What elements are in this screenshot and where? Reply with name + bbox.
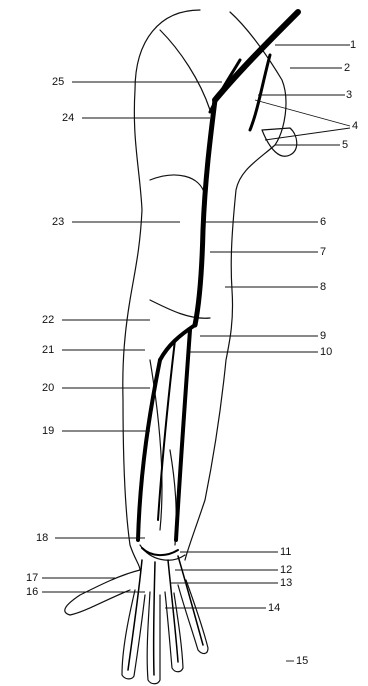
dorsal-venous-arch <box>142 548 178 555</box>
leader-4a <box>255 100 350 126</box>
label-18: 18 <box>36 532 48 544</box>
label-25: 25 <box>52 76 64 88</box>
label-12: 12 <box>280 564 292 576</box>
label-2: 2 <box>344 62 350 74</box>
digital-vein-2 <box>154 562 155 675</box>
cephalic-vein-forearm <box>138 360 160 540</box>
digital-vein-4 <box>178 556 203 645</box>
label-13: 13 <box>280 577 292 589</box>
leader-4b <box>265 128 350 140</box>
label-7: 7 <box>320 246 326 258</box>
label-15: 15 <box>296 655 308 667</box>
label-6: 6 <box>320 216 326 228</box>
label-11: 11 <box>280 546 291 558</box>
basilic-vein-forearm <box>176 330 190 540</box>
label-14: 14 <box>268 602 280 614</box>
label-9: 9 <box>320 330 326 342</box>
label-24: 24 <box>62 112 74 124</box>
label-21: 21 <box>42 344 54 356</box>
label-22: 22 <box>42 314 54 326</box>
cephalic-vein-upper <box>210 60 240 112</box>
brachial-branch <box>250 55 270 130</box>
label-8: 8 <box>320 281 326 293</box>
label-19: 19 <box>42 425 54 437</box>
label-5: 5 <box>342 139 348 151</box>
basilic-vein-upper <box>195 100 215 325</box>
label-3: 3 <box>346 89 352 101</box>
biceps-outline <box>150 175 205 195</box>
cubital-fossa <box>150 300 210 318</box>
label-17: 17 <box>26 572 38 584</box>
label-1: 1 <box>350 39 356 51</box>
label-23: 23 <box>52 216 64 228</box>
label-4: 4 <box>352 120 358 132</box>
thumb <box>65 570 140 615</box>
axillary-vein <box>215 12 298 100</box>
shoulder-muscle <box>160 30 210 110</box>
finger-little <box>178 580 208 654</box>
label-10: 10 <box>320 346 332 358</box>
label-16: 16 <box>26 586 38 598</box>
finger-ring <box>165 592 183 672</box>
label-20: 20 <box>42 382 54 394</box>
